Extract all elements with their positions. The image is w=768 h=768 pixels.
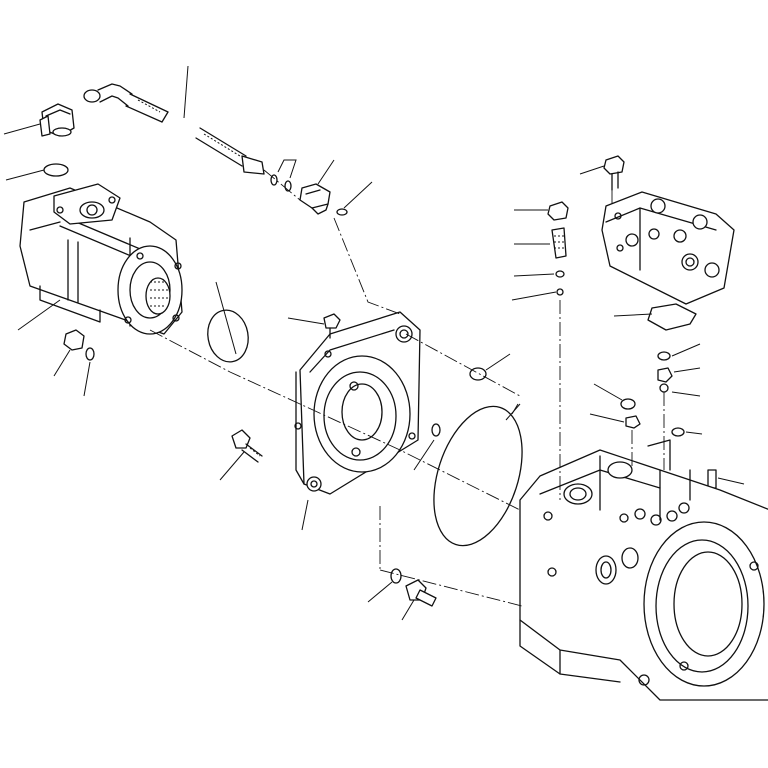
relief-valve-ball <box>556 288 564 296</box>
screw-small-top <box>323 313 341 339</box>
o-ring-right-a <box>469 367 487 381</box>
o-ring-small <box>43 163 69 177</box>
o-ring-column-c <box>671 427 685 437</box>
relief-valve-ring <box>555 270 565 278</box>
leader-lines <box>3 65 745 621</box>
o-ring-tiny <box>336 208 348 216</box>
o-ring-large-center <box>433 405 523 547</box>
hose-assembly <box>83 83 265 175</box>
small-fitting-pair <box>270 159 297 192</box>
o-ring-right-b <box>431 423 441 437</box>
cap-screw-valve <box>603 155 625 191</box>
relief-valve-spool <box>551 227 567 259</box>
alignment-lines <box>149 169 665 607</box>
o-ring-column-a <box>657 351 671 361</box>
valve-block <box>601 191 735 305</box>
o-ring-column-b <box>620 398 636 410</box>
plug-column <box>625 415 641 429</box>
main-pump-housing <box>519 439 768 701</box>
gasket <box>647 303 697 331</box>
bolt-hex-bottom <box>405 579 437 607</box>
adapter-plate <box>294 311 421 495</box>
dowel-pin <box>707 469 717 489</box>
o-ring-large-left <box>207 309 249 363</box>
sensor-plug <box>299 183 331 215</box>
gear-pump <box>19 183 183 335</box>
washer-small <box>390 568 402 584</box>
elbow-fitting <box>39 103 75 137</box>
bolt-hex-left <box>231 429 263 463</box>
relief-valve-cap <box>547 201 569 221</box>
nut-column <box>657 367 673 393</box>
nut-and-washer <box>63 329 95 361</box>
